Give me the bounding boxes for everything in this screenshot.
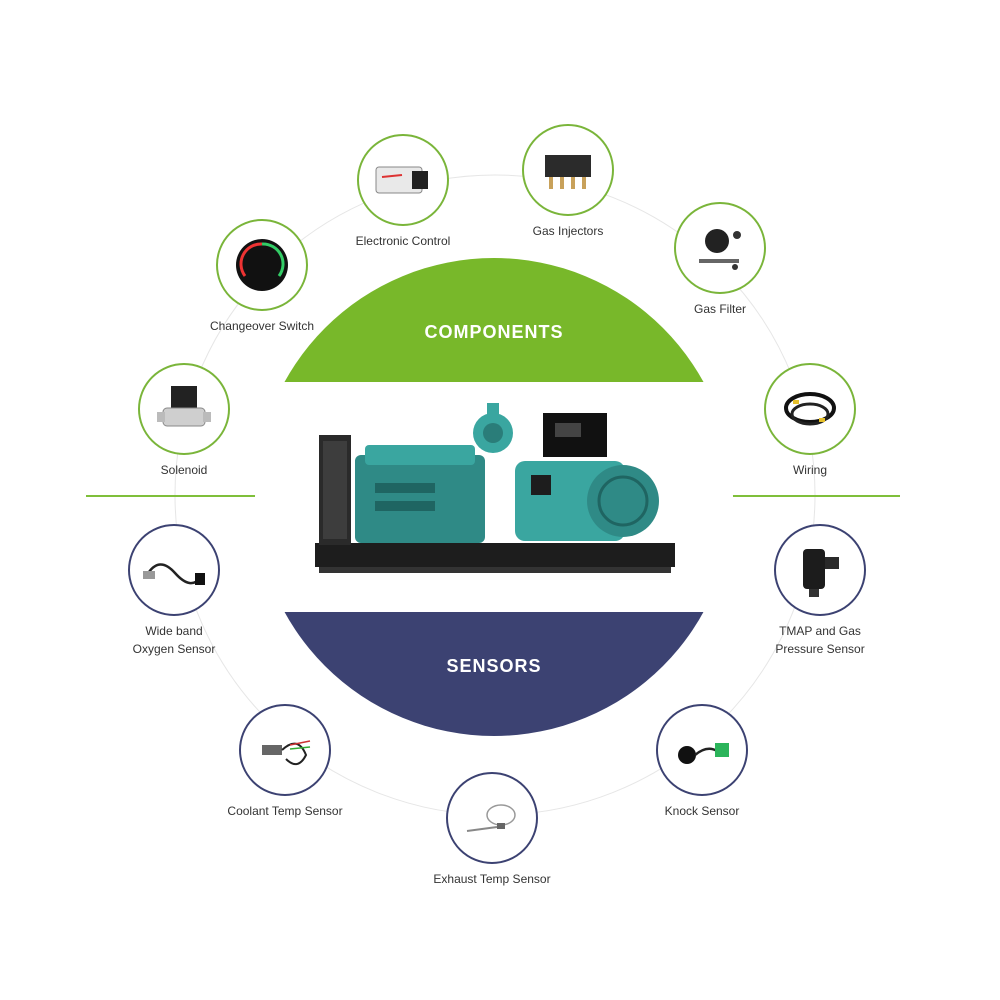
wiring-icon [784,392,836,426]
tmap-sensor-icon [803,549,839,597]
solenoid-icon [157,386,211,427]
component-label: Electronic Control [355,234,451,248]
sensors-band: SENSORS [255,612,733,736]
connector-line-left [86,495,316,497]
component-label: Wiring [792,463,827,477]
sensor-label: Wide band Oxygen Sensor [132,624,216,656]
knock-sensor-icon [678,743,729,764]
components-heading: COMPONENTS [424,322,564,342]
exhaust-temp-sensor-icon [466,804,516,832]
component-label: Changeover Switch [209,319,315,333]
component-label: Gas Injectors [532,224,604,238]
connector-line-right [660,495,900,497]
sensors-heading: SENSORS [446,656,542,676]
gas-filter-icon [699,229,741,270]
sensor-label: TMAP and Gas Pressure Sensor [775,624,865,656]
gas-injectors-icon [545,155,591,189]
changeover-switch-icon [236,239,288,291]
center-circle: COMPONENTS SE [255,258,733,736]
components-band: COMPONENTS [255,258,733,382]
sensor-label: Knock Sensor [664,804,740,818]
component-label: Solenoid [160,463,208,477]
component-label: Gas Filter [693,302,746,316]
generator-image [315,403,675,573]
sensor-label: Exhaust Temp Sensor [433,872,551,886]
sensor-label: Coolant Temp Sensor [227,804,343,818]
coolant-temp-sensor-icon [262,740,311,766]
ecu-icon [375,166,428,194]
oxygen-sensor-icon [143,563,205,585]
